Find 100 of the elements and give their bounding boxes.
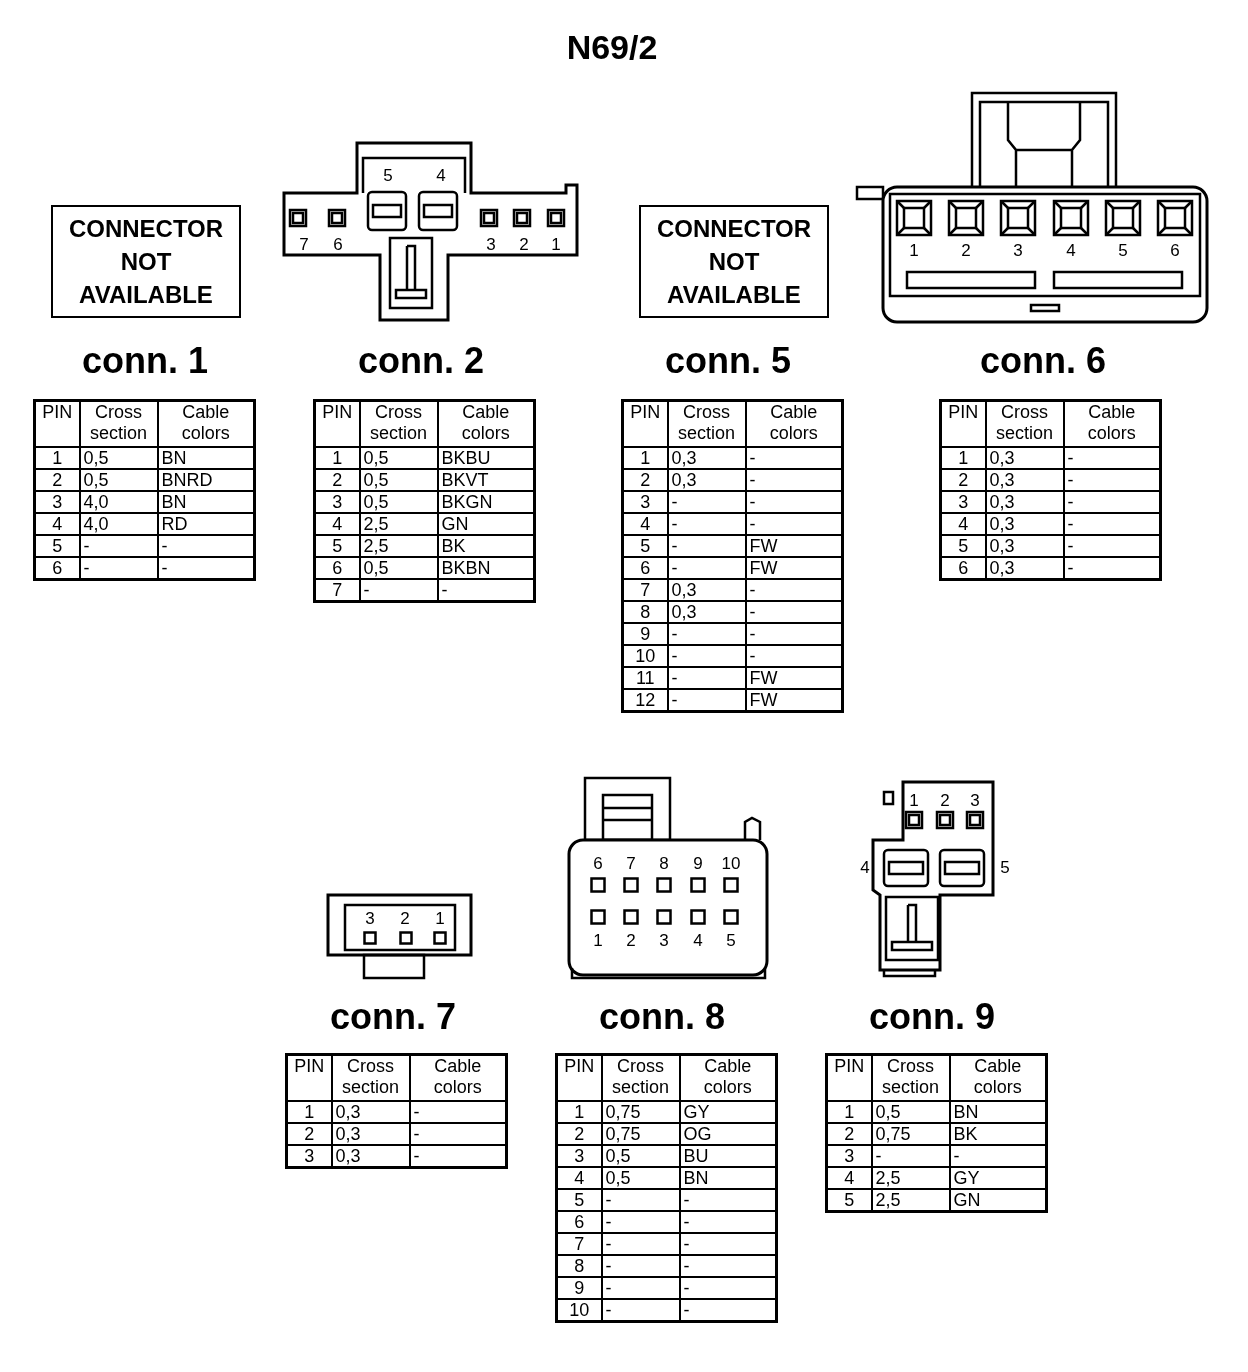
pin-number: 3 — [286, 1145, 332, 1168]
pin-number: 2 — [314, 469, 360, 491]
cross-section-value: - — [601, 1189, 680, 1211]
cross-section-value: - — [667, 513, 746, 535]
cable-color-code: - — [745, 579, 843, 601]
pin-number: 8 — [556, 1255, 602, 1277]
pin-number: 12 — [622, 689, 668, 712]
cable-color-code: GN — [437, 513, 535, 535]
pin-number: 2 — [622, 469, 668, 491]
cross-section-value: 0,5 — [601, 1145, 680, 1167]
connector-heading: conn. 6 — [980, 340, 1106, 382]
pin-number: 4 — [860, 858, 870, 876]
cable-color-code: FW — [745, 535, 843, 557]
cable-color-code: BK — [949, 1123, 1047, 1145]
pin-number: 4 — [34, 513, 80, 535]
column-header: Cross section — [871, 1054, 950, 1101]
cable-color-code: - — [1063, 557, 1161, 580]
cable-color-code: - — [1063, 447, 1161, 469]
notice-box: CONNECTOR NOT AVAILABLE — [639, 205, 829, 318]
cable-color-code: - — [679, 1233, 777, 1255]
cable-color-code: - — [1063, 535, 1161, 557]
column-header: PIN — [314, 400, 360, 447]
cross-section-value: 0,5 — [359, 469, 438, 491]
cross-section-value: - — [667, 623, 746, 645]
pin-number: 3 — [622, 491, 668, 513]
cross-section-value: 2,5 — [871, 1167, 950, 1189]
cross-section-value: 4,0 — [79, 491, 158, 513]
pin-number: 6 — [314, 557, 360, 579]
cable-color-code: - — [409, 1101, 507, 1123]
column-header: Cable colors — [679, 1054, 777, 1101]
pin-number: 6 — [940, 557, 986, 580]
cross-section-value: 0,75 — [871, 1123, 950, 1145]
pin-number: 2 — [626, 931, 636, 949]
cable-color-code: - — [745, 601, 843, 623]
pin-number: 3 — [659, 931, 669, 949]
cable-color-code: - — [1063, 513, 1161, 535]
pin-number: 4 — [314, 513, 360, 535]
connector-heading: conn. 1 — [82, 340, 208, 382]
pin-number: 1 — [551, 235, 561, 253]
cable-color-code: - — [409, 1145, 507, 1168]
cable-color-code: - — [1063, 491, 1161, 513]
pin-number: 10 — [721, 854, 741, 872]
cross-section-value: - — [667, 645, 746, 667]
cross-section-value: - — [667, 689, 746, 712]
cross-section-value: 0,3 — [985, 557, 1064, 580]
pin-number: 7 — [556, 1233, 602, 1255]
cross-section-value: - — [667, 667, 746, 689]
pin-number: 2 — [286, 1123, 332, 1145]
pin-number: 7 — [622, 579, 668, 601]
pin-number: 1 — [909, 791, 919, 809]
column-header: Cable colors — [437, 400, 535, 447]
pin-number: 4 — [1066, 241, 1076, 259]
pin-number: 4 — [436, 166, 446, 184]
pin-number: 2 — [400, 909, 410, 927]
cable-color-code: BNRD — [157, 469, 255, 491]
cross-section-value: 0,3 — [667, 469, 746, 491]
pin-number: 6 — [622, 557, 668, 579]
connector-heading: conn. 9 — [869, 996, 995, 1038]
cable-color-code: BKGN — [437, 491, 535, 513]
cross-section-value: 0,5 — [359, 447, 438, 469]
pin-number: 6 — [34, 557, 80, 580]
pin-number: 2 — [34, 469, 80, 491]
cross-section-value: - — [871, 1145, 950, 1167]
column-header: PIN — [34, 400, 80, 447]
pin-number: 10 — [622, 645, 668, 667]
cable-color-code: OG — [679, 1123, 777, 1145]
cable-color-code: BKVT — [437, 469, 535, 491]
connector-heading: conn. 2 — [358, 340, 484, 382]
cable-color-code: BN — [157, 491, 255, 513]
cross-section-value: - — [667, 535, 746, 557]
pin-number: 4 — [622, 513, 668, 535]
cable-color-code: BKBU — [437, 447, 535, 469]
cable-color-code: - — [745, 447, 843, 469]
cross-section-value: 0,3 — [667, 447, 746, 469]
connector-heading: conn. 8 — [599, 996, 725, 1038]
pin-number: 5 — [940, 535, 986, 557]
pin-number: 5 — [314, 535, 360, 557]
cross-section-value: 0,3 — [985, 491, 1064, 513]
pin-number: 4 — [940, 513, 986, 535]
cable-color-code: - — [1063, 469, 1161, 491]
cross-section-value: 0,75 — [601, 1123, 680, 1145]
cable-color-code: RD — [157, 513, 255, 535]
cable-color-code: - — [745, 623, 843, 645]
pin-number: 1 — [314, 447, 360, 469]
column-header: Cable colors — [409, 1054, 507, 1101]
cable-color-code: - — [157, 535, 255, 557]
cable-color-code: - — [745, 645, 843, 667]
pin-number: 1 — [556, 1101, 602, 1123]
cable-color-code: - — [409, 1123, 507, 1145]
cable-color-code: BN — [679, 1167, 777, 1189]
cable-color-code: FW — [745, 557, 843, 579]
column-header: Cross section — [601, 1054, 680, 1101]
cable-color-code: BK — [437, 535, 535, 557]
cross-section-value: - — [667, 491, 746, 513]
cross-section-value: 2,5 — [871, 1189, 950, 1212]
cable-color-code: BN — [949, 1101, 1047, 1123]
pin-number: 1 — [593, 931, 603, 949]
cross-section-value: 0,75 — [601, 1101, 680, 1123]
cable-color-code: BN — [157, 447, 255, 469]
pin-number: 5 — [34, 535, 80, 557]
